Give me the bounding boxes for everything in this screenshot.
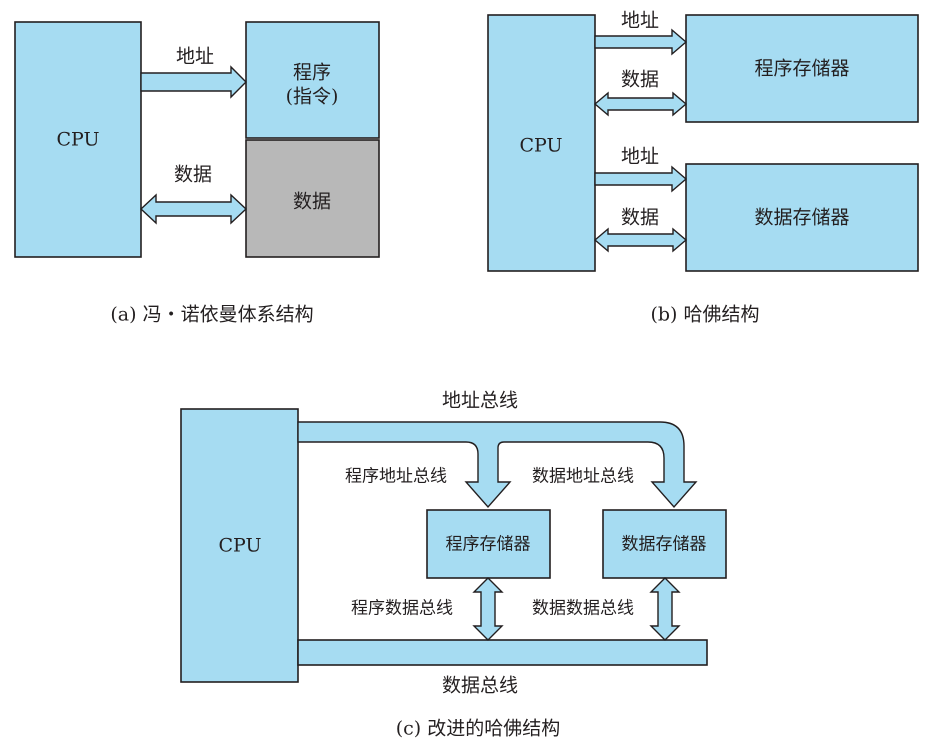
c-data-address-bus-label: 数据地址总线 (532, 466, 634, 487)
c-cpu-label: CPU (218, 534, 262, 557)
b-data-arrow-top (593, 91, 688, 117)
c-program-data-bus-arrow (472, 577, 504, 641)
a-data-arrow (139, 193, 248, 225)
c-program-data-bus-label: 程序数据总线 (351, 598, 453, 619)
c-address-bus-arrow (297, 421, 698, 509)
b-data-memory-label: 数据存储器 (754, 206, 850, 229)
c-caption: (c) 改进的哈佛结构 (395, 717, 561, 740)
a-data-block-label: 数据 (292, 190, 332, 213)
b-cpu-label: CPU (519, 134, 563, 157)
c-program-memory-label: 程序存储器 (445, 534, 531, 555)
a-cpu-block (14, 21, 142, 258)
c-cpu-block (180, 408, 299, 683)
c-data-bus (297, 639, 708, 666)
c-address-bus-label: 地址总线 (441, 389, 519, 412)
b-address-arrow-bottom (594, 165, 688, 193)
c-program-memory-block (426, 509, 551, 579)
b-address-label-bottom: 地址 (620, 145, 660, 168)
a-program-line1: 程序 (292, 61, 332, 84)
a-caption: (a) 冯・诺依曼体系结构 (110, 303, 314, 326)
b-caption: (b) 哈佛结构 (650, 303, 760, 326)
a-program-block (245, 21, 380, 139)
c-program-address-bus-label: 程序地址总线 (345, 466, 447, 487)
c-data-bus-label: 数据总线 (441, 674, 519, 697)
b-data-label-bottom: 数据 (620, 206, 660, 229)
c-data-data-bus-label: 数据数据总线 (532, 598, 634, 619)
a-cpu-label: CPU (56, 128, 100, 151)
c-data-data-bus-arrow (649, 577, 681, 641)
a-data-label: 数据 (173, 163, 213, 186)
b-address-arrow-top (594, 28, 688, 56)
b-data-label-top: 数据 (620, 68, 660, 91)
b-address-label-top: 地址 (620, 9, 660, 32)
a-data-block (245, 139, 380, 258)
a-program-label: 程序 (指令) (286, 61, 339, 109)
a-address-arrow (140, 65, 247, 99)
c-data-memory-label: 数据存储器 (621, 534, 707, 555)
b-program-memory-label: 程序存储器 (754, 57, 850, 80)
b-cpu-block (487, 14, 596, 272)
b-data-memory-block (685, 163, 919, 272)
a-address-label: 地址 (175, 45, 215, 68)
a-program-line2: (指令) (285, 85, 339, 107)
b-data-arrow-bottom (593, 227, 688, 253)
b-program-memory-block (685, 14, 919, 123)
